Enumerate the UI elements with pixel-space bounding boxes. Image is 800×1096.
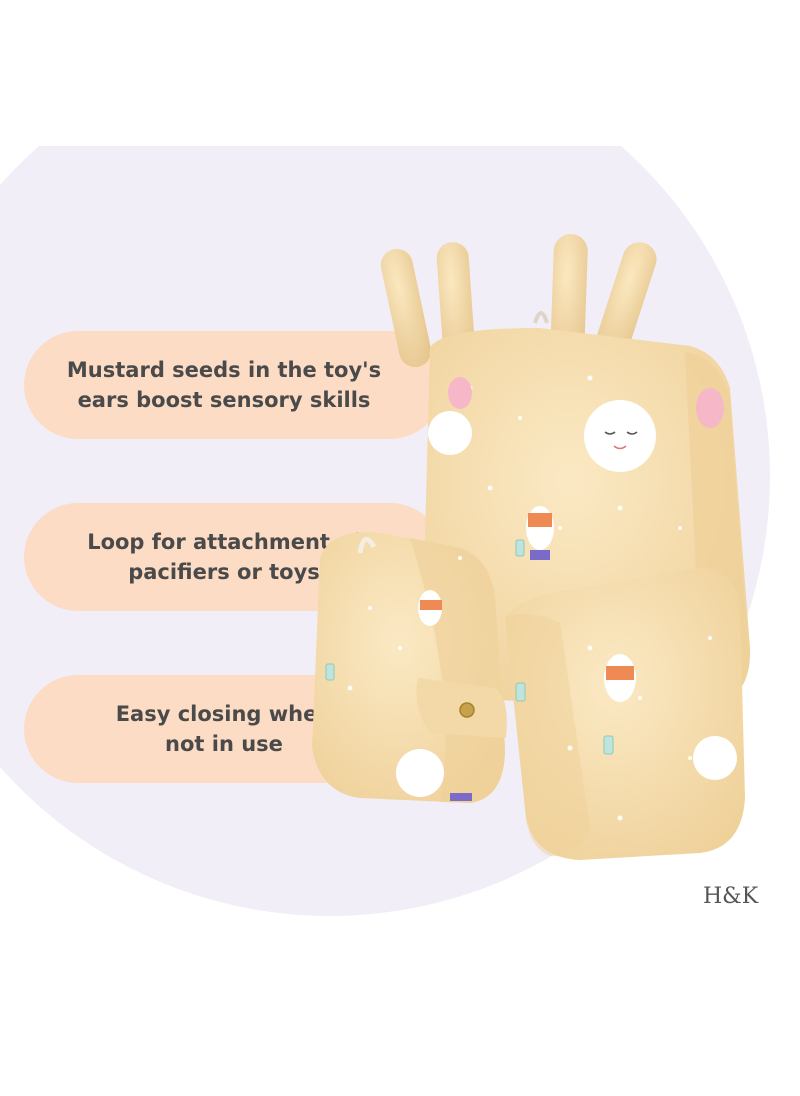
feature-text-closing: Easy closing when not in use — [115, 702, 333, 756]
feature-pill-ears: Mustard seeds in the toy's ears boost se… — [24, 331, 444, 439]
brand-logo: H&K — [703, 884, 759, 909]
feature-text-ears: Mustard seeds in the toy's ears boost se… — [66, 358, 382, 412]
bunny-seat-pillow-image — [290, 228, 760, 868]
